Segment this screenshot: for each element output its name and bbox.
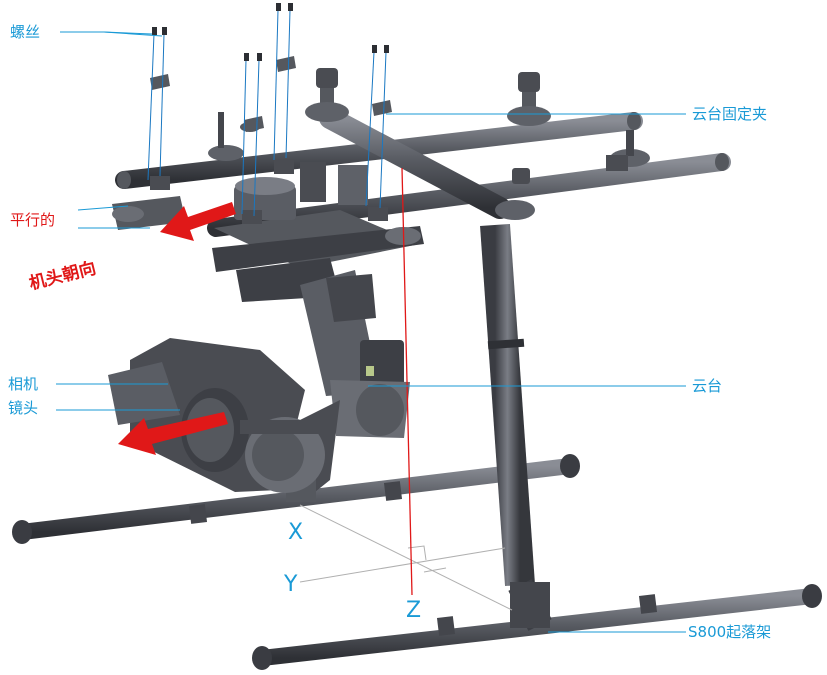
- x-axis-label: X: [288, 520, 304, 545]
- y-axis-label: Y: [284, 572, 298, 597]
- gimbal-label: 云台: [692, 377, 723, 395]
- screw-icons: [152, 3, 389, 61]
- lens-label: 镜头: [8, 399, 39, 417]
- z-axis-line: [401, 167, 413, 596]
- z-axis-label: Z: [406, 598, 422, 623]
- gimbal-clamp-label: 云台固定夹: [692, 105, 768, 123]
- gimbal-plate: [112, 56, 424, 272]
- axis-guides: [299, 504, 513, 611]
- heading-arrows: [118, 202, 236, 455]
- screw-guides: [147, 9, 387, 217]
- screws-label: 螺丝: [10, 23, 41, 41]
- callout-lines: [56, 31, 686, 633]
- parallel-label: 平行的: [10, 211, 56, 229]
- camera-label: 相机: [8, 375, 39, 393]
- gimbal-body: [108, 258, 410, 502]
- landing-gear-label: S800起落架: [688, 623, 772, 641]
- upper-frame: [115, 68, 731, 237]
